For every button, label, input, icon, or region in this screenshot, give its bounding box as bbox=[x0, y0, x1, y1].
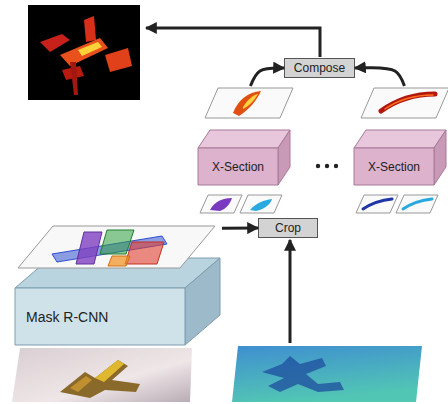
ellipsis-dot bbox=[325, 164, 329, 168]
heat-part bbox=[40, 34, 70, 52]
mask-shape bbox=[363, 199, 392, 209]
depth-image bbox=[232, 346, 422, 402]
depth-object bbox=[262, 356, 344, 392]
text-box: Crop bbox=[259, 219, 317, 237]
mask-plane bbox=[396, 195, 438, 213]
text-box: X-Section bbox=[198, 148, 278, 185]
block-side bbox=[278, 130, 290, 185]
flow-arrow bbox=[355, 68, 404, 86]
heat-highlight bbox=[78, 42, 102, 56]
heatmap-plane bbox=[205, 88, 293, 118]
input-arrow bbox=[289, 240, 292, 343]
output-arrow bbox=[146, 28, 320, 57]
ellipsis-dot bbox=[316, 164, 320, 168]
photo-object bbox=[60, 360, 140, 398]
network-block: X-Section bbox=[193, 86, 292, 188]
instance-mask bbox=[108, 256, 130, 266]
process-box: Crop bbox=[258, 218, 318, 238]
heat-part bbox=[84, 16, 96, 42]
mask-shape bbox=[403, 199, 432, 209]
node-label: Mask R-CNN bbox=[26, 309, 108, 325]
mask-plane bbox=[356, 195, 398, 213]
mask-plane bbox=[200, 195, 242, 213]
heat-part bbox=[70, 62, 78, 95]
block-top bbox=[198, 130, 290, 148]
heat-shape bbox=[233, 91, 261, 116]
photo-object bbox=[95, 360, 124, 382]
heat-highlight bbox=[385, 95, 433, 109]
mask-plane bbox=[18, 226, 215, 268]
mask-shape bbox=[210, 198, 232, 211]
heat-shape bbox=[381, 94, 435, 111]
rgb-image bbox=[12, 348, 192, 402]
mask-plane bbox=[240, 195, 282, 213]
photo-object bbox=[70, 376, 92, 392]
output-heatmap bbox=[28, 5, 140, 100]
text-box: Mask R-CNN bbox=[26, 288, 176, 345]
block-outline bbox=[12, 222, 222, 348]
flow-arrow bbox=[250, 68, 284, 86]
photo-background bbox=[12, 348, 192, 402]
text-box: Compose bbox=[285, 59, 354, 77]
node-label: X-Section bbox=[368, 160, 420, 174]
ellipsis-dot bbox=[334, 164, 338, 168]
mask-shape bbox=[250, 199, 272, 211]
heatmap-plane bbox=[361, 88, 448, 118]
process-box: Compose bbox=[284, 58, 355, 78]
instance-mask bbox=[76, 232, 102, 264]
text-box: X-Section bbox=[354, 148, 434, 185]
block-front bbox=[15, 288, 185, 345]
depth-background bbox=[232, 346, 422, 402]
block-front bbox=[354, 148, 434, 185]
block-side bbox=[185, 258, 220, 345]
flow-arrow bbox=[222, 227, 258, 230]
node-label: Compose bbox=[294, 61, 345, 75]
node-label: X-Section bbox=[212, 160, 264, 174]
block-top bbox=[354, 130, 446, 148]
heatmap-background bbox=[28, 5, 140, 100]
network-block: X-Section bbox=[349, 86, 448, 188]
heat-part bbox=[105, 48, 132, 72]
instance-mask bbox=[125, 242, 164, 264]
heat-part bbox=[60, 38, 108, 66]
heat-highlight bbox=[243, 94, 258, 109]
node-label: Crop bbox=[275, 221, 301, 235]
block-side bbox=[434, 130, 446, 185]
network-block: Mask R-CNN bbox=[12, 222, 222, 348]
block-front bbox=[198, 148, 278, 185]
